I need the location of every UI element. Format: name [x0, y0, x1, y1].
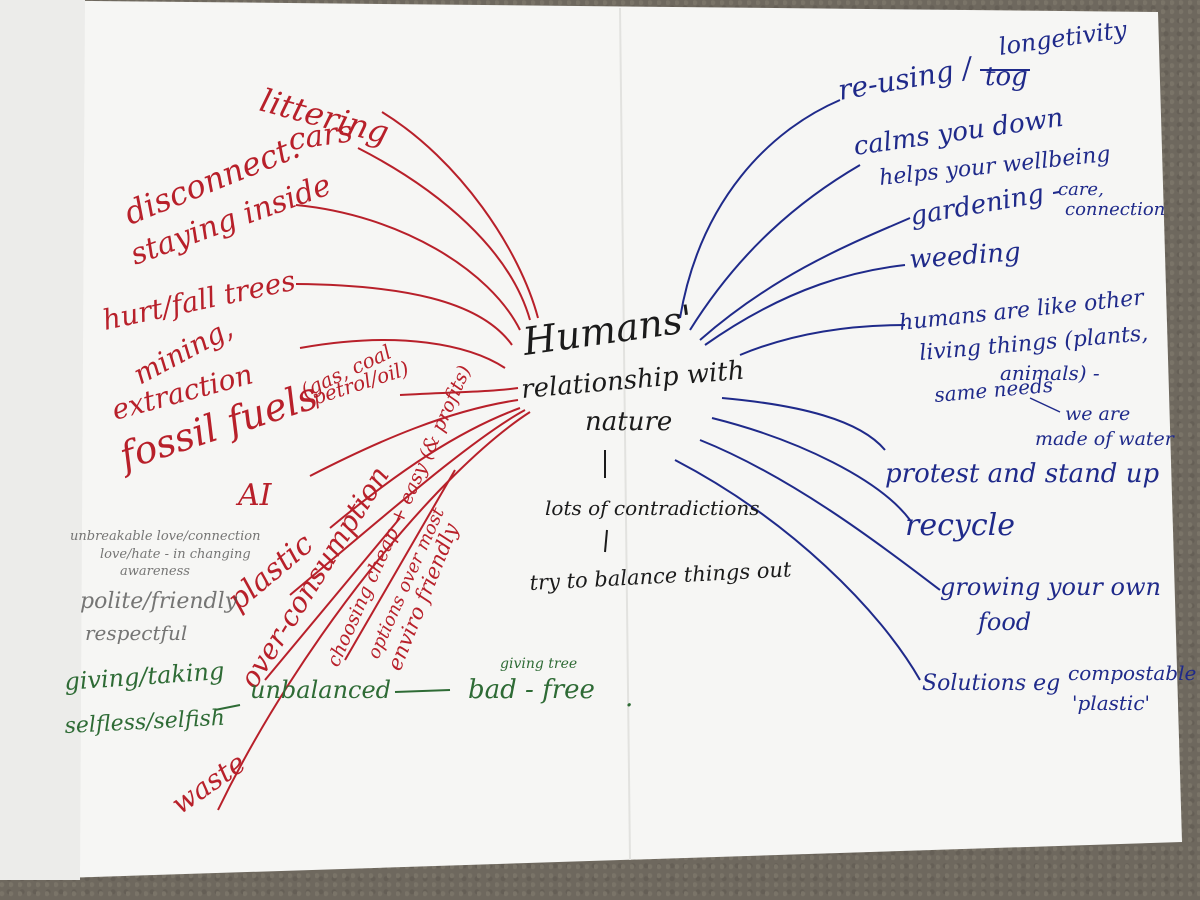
center-connector-2: [604, 529, 608, 553]
paper: [0, 0, 1182, 880]
center-title-line3: nature: [585, 407, 672, 437]
label-tog: tog: [985, 62, 1028, 92]
label-made-of-water: made of water: [1035, 428, 1176, 450]
label-care: care,: [1058, 179, 1104, 200]
label-animals: animals) -: [1000, 361, 1100, 385]
label-food: food: [976, 608, 1031, 636]
dot-mark: .: [625, 683, 633, 713]
label-love-hate: love/hate - in changing: [100, 547, 251, 562]
center-sub-contradictions: lots of contradictions: [545, 496, 760, 520]
label-plastic-quoted: 'plastic': [1072, 691, 1150, 715]
label-unbreakable: unbreakable love/connection: [70, 529, 260, 544]
label-unbalanced: unbalanced: [250, 676, 391, 704]
red-branches: [217, 111, 539, 811]
label-protest: protest and stand up: [885, 459, 1159, 489]
label-connection: connection: [1065, 199, 1165, 220]
green-branches: [214, 689, 451, 711]
paper-fold-line: [619, 7, 631, 861]
we-are-pointer: [1029, 397, 1061, 413]
blue-branches: [674, 99, 941, 681]
paper-fold-shadow: [0, 0, 85, 880]
label-bad-free: bad - free: [468, 675, 595, 705]
label-giving-tree: giving tree: [500, 656, 577, 672]
label-recycle: recycle: [905, 508, 1015, 543]
label-awareness: awareness: [120, 564, 190, 579]
label-solutions: Solutions eg: [922, 671, 1060, 696]
label-ai: AI: [235, 478, 273, 513]
label-compostable: compostable: [1068, 661, 1196, 685]
label-respectful: respectful: [85, 621, 187, 645]
label-we-are: we are: [1065, 403, 1130, 425]
label-polite-friendly: polite/friendly: [80, 589, 238, 614]
label-growing: growing your own: [940, 573, 1161, 601]
strike-through-over-consumption: [264, 517, 401, 681]
strike-through-choosing: [344, 469, 456, 661]
